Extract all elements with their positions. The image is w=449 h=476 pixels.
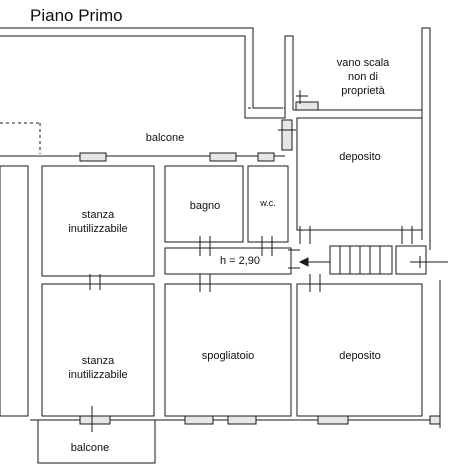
label-vano-scala-line1: vano scala (336, 57, 390, 69)
room-left-partial (0, 165, 29, 417)
room-bagno (164, 165, 244, 243)
room-wc (247, 165, 289, 243)
window-mark (227, 415, 257, 425)
window-mark (79, 415, 111, 425)
room-stanza-top (41, 165, 155, 277)
label-stanza-top: stanza inutilizzabile (44, 208, 152, 236)
label-stanza-bottom: stanza inutilizzabile (44, 354, 152, 382)
wall-outline-top-inner (0, 27, 283, 109)
stair (329, 245, 393, 275)
room-spogliatoio (164, 283, 292, 417)
label-stanza-bottom-line1: stanza (81, 355, 115, 367)
window-mark (295, 101, 319, 111)
label-spogliatoio: spogliatoio (201, 350, 255, 362)
label-vano-scala: vano scala non di proprietà (318, 56, 408, 98)
label-deposito-bottom: deposito (339, 350, 381, 362)
label-vano-scala-line3: proprietà (341, 85, 385, 97)
window-mark (184, 415, 214, 425)
label-corridor-height: h = 2,90 (219, 255, 261, 267)
balcone-bottom-outline (37, 420, 156, 464)
label-bagno: bagno (189, 200, 221, 212)
window-mark (257, 152, 275, 162)
window-mark (209, 152, 237, 162)
wall-stair-core (293, 27, 431, 250)
label-stanza-top-line2: inutilizzabile (68, 223, 128, 235)
window-mark (79, 152, 107, 162)
label-balcone-bottom: balcone (70, 442, 110, 454)
page-title: Piano Primo (30, 6, 123, 25)
window-mark (317, 415, 349, 425)
room-small-right (395, 245, 427, 275)
window-mark (429, 415, 441, 425)
label-deposito-top: deposito (339, 151, 381, 163)
label-balcone-top: balcone (145, 132, 185, 144)
room-deposito-bottom (296, 283, 423, 417)
label-vano-scala-line2: non di (348, 71, 378, 83)
label-stanza-top-line1: stanza (81, 209, 115, 221)
label-wc: w.c. (260, 198, 276, 208)
window-mark (281, 119, 293, 151)
wall-outline-top (0, 35, 294, 119)
room-stanza-bottom (41, 283, 155, 417)
room-corridor (164, 247, 292, 275)
room-deposito-top (296, 117, 423, 231)
label-stanza-bottom-line2: inutilizzabile (68, 369, 128, 381)
